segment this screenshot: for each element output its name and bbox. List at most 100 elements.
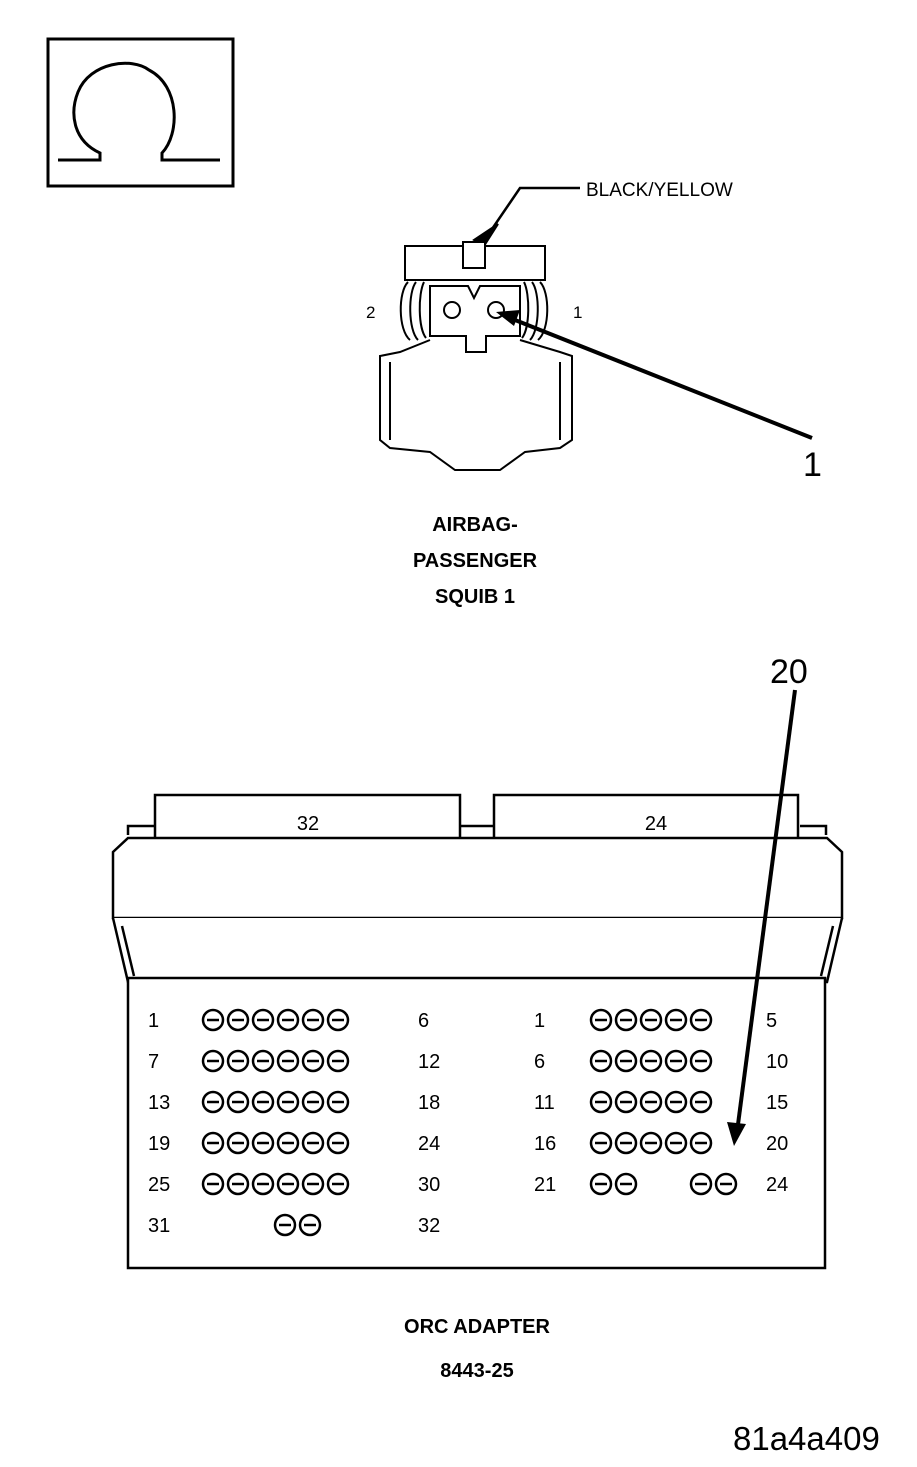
squib-caption-line: PASSENGER bbox=[412, 550, 538, 572]
pin-cavity bbox=[614, 1131, 638, 1155]
pin-cavity bbox=[664, 1131, 688, 1155]
pin-cavity bbox=[614, 1008, 638, 1032]
pin-cavity bbox=[226, 1172, 250, 1196]
row-start-label: 16 bbox=[534, 1133, 556, 1155]
pin-cavity bbox=[639, 1049, 663, 1073]
row-start-label: 25 bbox=[148, 1174, 170, 1196]
pin-cavity bbox=[251, 1049, 275, 1073]
pin-cavity bbox=[301, 1008, 325, 1032]
row-start-label: 1 bbox=[534, 1010, 545, 1032]
pin-cavity bbox=[689, 1008, 713, 1032]
pin-cavity bbox=[589, 1090, 613, 1114]
pin-cavity bbox=[714, 1172, 738, 1196]
pin-cavity bbox=[301, 1172, 325, 1196]
adapter-caption-line: ORC ADAPTER bbox=[404, 1316, 550, 1338]
pin-cavity bbox=[276, 1090, 300, 1114]
pin-cavity bbox=[273, 1213, 297, 1237]
row-end-label: 6 bbox=[418, 1010, 429, 1032]
row-end-label: 18 bbox=[418, 1092, 440, 1114]
row-start-label: 19 bbox=[148, 1133, 170, 1155]
pin-cavity bbox=[589, 1049, 613, 1073]
row-end-label: 12 bbox=[418, 1051, 440, 1073]
pin-cavity bbox=[251, 1090, 275, 1114]
row-end-label: 30 bbox=[418, 1174, 440, 1196]
pin-cavity bbox=[276, 1172, 300, 1196]
row-end-label: 32 bbox=[418, 1215, 440, 1237]
pin-cavity bbox=[326, 1090, 350, 1114]
pin-cavity bbox=[276, 1008, 300, 1032]
row-end-label: 24 bbox=[418, 1133, 440, 1155]
orc-adapter bbox=[111, 793, 844, 1270]
pin-cavity bbox=[689, 1172, 713, 1196]
pin-cavity bbox=[301, 1131, 325, 1155]
tab-label-32: 32 bbox=[297, 813, 319, 835]
pin-cavity bbox=[251, 1172, 275, 1196]
row-end-label: 5 bbox=[766, 1010, 777, 1032]
figure-id: 81a4a409 bbox=[733, 1420, 880, 1457]
pin-cavity bbox=[639, 1131, 663, 1155]
pin-cavity bbox=[301, 1049, 325, 1073]
pin-cavity bbox=[589, 1172, 613, 1196]
callout-label-1: 1 bbox=[803, 446, 822, 484]
pin-cavity bbox=[201, 1008, 225, 1032]
pin-cavity bbox=[276, 1049, 300, 1073]
pin-cavity bbox=[226, 1008, 250, 1032]
pin-cavity bbox=[614, 1172, 638, 1196]
squib-caption-line: AIRBAG- bbox=[432, 514, 518, 536]
pin-cavity bbox=[689, 1049, 713, 1073]
callout-label-20: 20 bbox=[770, 653, 808, 691]
pin-cavity bbox=[326, 1131, 350, 1155]
row-start-label: 21 bbox=[534, 1174, 556, 1196]
adapter-caption: ORC ADAPTER 8443-25 bbox=[327, 1305, 627, 1393]
row-start-label: 13 bbox=[148, 1092, 170, 1114]
pin-cavity bbox=[201, 1172, 225, 1196]
row-end-label: 15 bbox=[766, 1092, 788, 1114]
row-end-label: 20 bbox=[766, 1133, 788, 1155]
pin-cavity bbox=[201, 1090, 225, 1114]
pin-cavity bbox=[226, 1049, 250, 1073]
row-start-label: 11 bbox=[534, 1092, 555, 1114]
row-start-label: 1 bbox=[148, 1010, 159, 1032]
pin-cavity bbox=[326, 1008, 350, 1032]
ohm-symbol-icon bbox=[46, 37, 235, 188]
pin-cavity bbox=[614, 1090, 638, 1114]
pin-cavity bbox=[664, 1008, 688, 1032]
pin-cavity bbox=[326, 1049, 350, 1073]
pin-cavity bbox=[251, 1131, 275, 1155]
tab-label-24: 24 bbox=[645, 813, 667, 835]
pin-cavity bbox=[664, 1090, 688, 1114]
pin-cavity bbox=[639, 1090, 663, 1114]
pin-cavity bbox=[301, 1090, 325, 1114]
row-start-label: 6 bbox=[534, 1051, 545, 1073]
pin-cavity bbox=[589, 1131, 613, 1155]
callout-arrow-20 bbox=[727, 689, 797, 1146]
pin-cavity bbox=[226, 1131, 250, 1155]
pin-label-2: 2 bbox=[366, 303, 375, 322]
wire-color-label: BLACK/YELLOW bbox=[586, 180, 733, 201]
left-cavity-block: 1 6 7 12 13 18 19 24 25 30 31 32 bbox=[148, 1008, 440, 1237]
pin-cavity bbox=[201, 1131, 225, 1155]
pin-cavity bbox=[298, 1213, 322, 1237]
pin-cavity bbox=[664, 1049, 688, 1073]
pin-cavity bbox=[201, 1049, 225, 1073]
pin-cavity bbox=[639, 1008, 663, 1032]
pin-cavity bbox=[251, 1008, 275, 1032]
pin-cavity bbox=[689, 1131, 713, 1155]
pin-cavity bbox=[226, 1090, 250, 1114]
callout-arrow-1 bbox=[496, 310, 813, 440]
row-start-label: 7 bbox=[148, 1051, 159, 1073]
squib-caption: AIRBAG- PASSENGER SQUIB 1 bbox=[325, 507, 625, 615]
row-end-label: 10 bbox=[766, 1051, 788, 1073]
pin-cavity bbox=[689, 1090, 713, 1114]
pin-cavity bbox=[276, 1131, 300, 1155]
pin-cavity bbox=[326, 1172, 350, 1196]
pin-label-1: 1 bbox=[573, 303, 582, 322]
squib-caption-line: SQUIB 1 bbox=[434, 586, 516, 608]
row-start-label: 31 bbox=[148, 1215, 170, 1237]
row-end-label: 24 bbox=[766, 1174, 788, 1196]
adapter-caption-line: 8443-25 bbox=[440, 1360, 514, 1382]
pin-cavity bbox=[589, 1008, 613, 1032]
pin-cavity bbox=[614, 1049, 638, 1073]
